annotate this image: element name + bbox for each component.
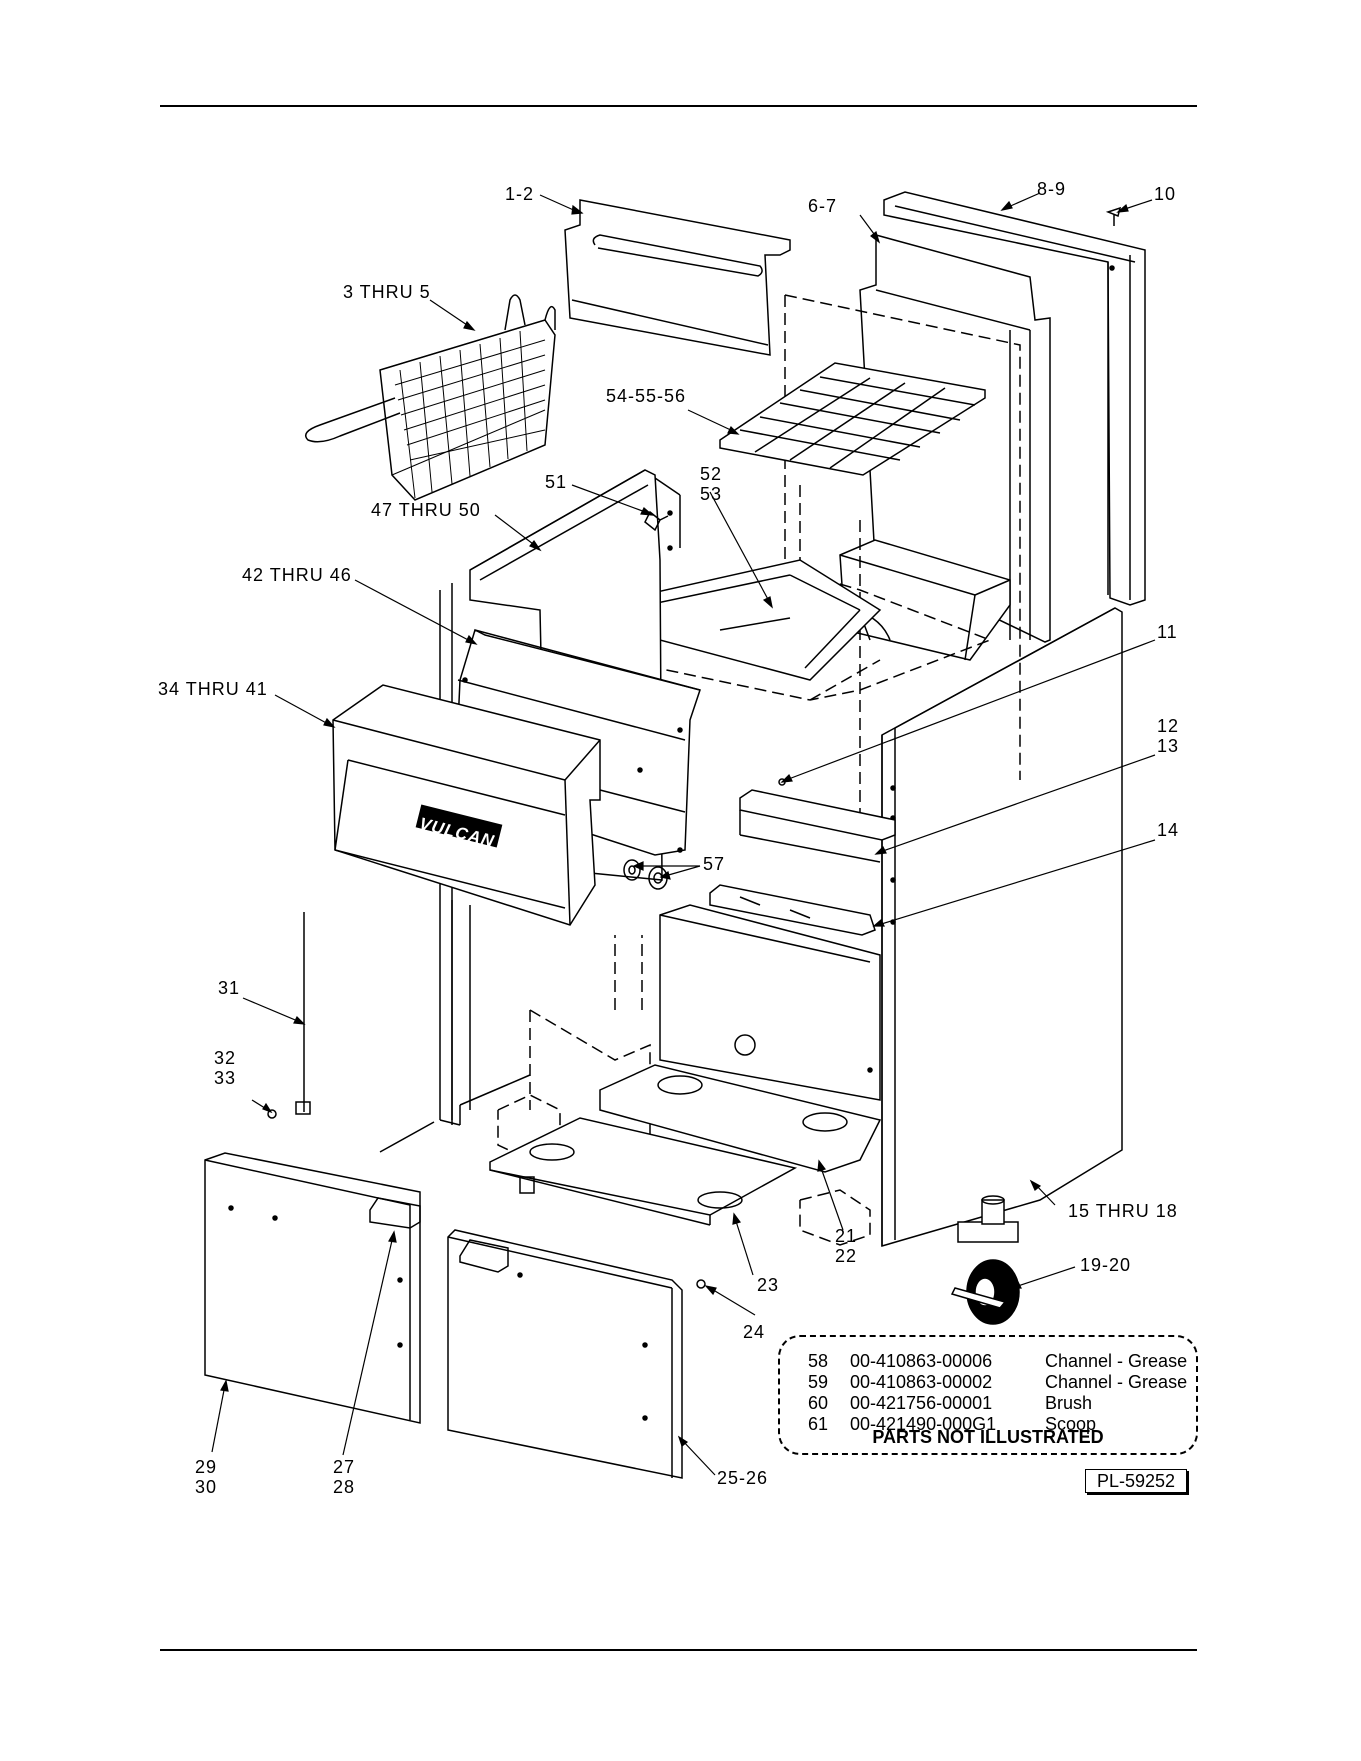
callout-29-30: 29 30 [195, 1457, 218, 1497]
base-plate [489, 1117, 798, 1226]
burner-panel [659, 904, 881, 1101]
top-rule [160, 105, 1197, 107]
callout-15-thru-18: 15 THRU 18 [1068, 1201, 1178, 1221]
heat-deflector [709, 884, 876, 936]
callout-52-53: 52 53 [700, 464, 723, 504]
part-description: Channel - Grease [1045, 1372, 1188, 1392]
top-cover [564, 199, 791, 356]
wire-rack [719, 362, 986, 476]
callout-47-thru-50: 47 THRU 50 [371, 500, 481, 520]
callout-19-20: 19-20 [1080, 1255, 1132, 1275]
callout-12-13: 12 13 [1157, 716, 1180, 756]
callout-31: 31 [218, 978, 241, 998]
part-item: 59 [808, 1372, 829, 1392]
screw-51 [644, 510, 669, 532]
drain-rod [267, 912, 311, 1119]
callout-3-thru-5: 3 THRU 5 [343, 282, 431, 302]
callout-23: 23 [757, 1275, 780, 1295]
callout-27-28: 27 28 [333, 1457, 356, 1497]
washer-24 [696, 1279, 706, 1289]
callout-25-26: 25-26 [717, 1468, 769, 1488]
part-number: 00-421756-00001 [850, 1393, 993, 1413]
part-item: 60 [808, 1393, 829, 1413]
flue-riser [883, 191, 1146, 606]
callout-1-2: 1-2 [505, 184, 535, 204]
callout-42-thru-46: 42 THRU 46 [242, 565, 352, 585]
fry-basket [305, 294, 556, 501]
part-row: 58 00-410863-00006 Channel - Grease [808, 1351, 1187, 1451]
callout-8-9: 8-9 [1037, 179, 1067, 199]
callout-11: 11 [1157, 622, 1178, 642]
callout-34-thru-41: 34 THRU 41 [158, 679, 268, 699]
callout-32-33: 32 33 [214, 1048, 237, 1088]
parts-not-illustrated-box: 58 00-410863-00006 Channel - Grease 59 0… [778, 1335, 1198, 1455]
callout-24: 24 [743, 1322, 766, 1342]
callout-21-22: 21 22 [835, 1226, 858, 1266]
part-description: Scoop [1045, 1414, 1097, 1434]
part-item: 61 [808, 1414, 829, 1434]
callout-54-55-56: 54-55-56 [606, 386, 687, 406]
callout-14: 14 [1157, 820, 1180, 840]
leader-lines [211, 192, 1156, 1476]
part-row: 59 00-410863-00002 Channel - Grease [808, 1372, 1187, 1472]
callout-6-7: 6-7 [808, 196, 838, 216]
callout-51: 51 [545, 472, 568, 492]
caster [950, 1195, 1020, 1325]
burner-plate [599, 1064, 882, 1173]
support-bracket [739, 789, 896, 863]
bottom-rule [160, 1649, 1197, 1651]
part-number: 00-410863-00006 [850, 1351, 993, 1371]
front-housing [332, 684, 601, 926]
part-row: 61 00-421490-000G1 Scoop [808, 1414, 1096, 1514]
part-number: 00-410863-00002 [850, 1372, 993, 1392]
callout-57: 57 [703, 854, 726, 874]
parts-not-illustrated-title: PARTS NOT ILLUSTRATED [872, 1427, 1104, 1447]
screw-10 [1105, 206, 1122, 226]
flue-duct [839, 539, 1011, 661]
part-description: Brush [1045, 1393, 1093, 1413]
part-row: 60 00-421756-00001 Brush [808, 1393, 1092, 1493]
cabinet-side-panel [881, 607, 1123, 1247]
housing-stand [451, 900, 471, 1120]
drawing-id: PL-59252 [1085, 1469, 1187, 1493]
callout-10: 10 [1154, 184, 1177, 204]
part-description: Channel - Grease [1045, 1351, 1188, 1371]
left-door [204, 1152, 421, 1424]
part-number: 00-421490-000G1 [850, 1414, 997, 1434]
right-door [447, 1229, 683, 1479]
part-item: 58 [808, 1351, 829, 1371]
